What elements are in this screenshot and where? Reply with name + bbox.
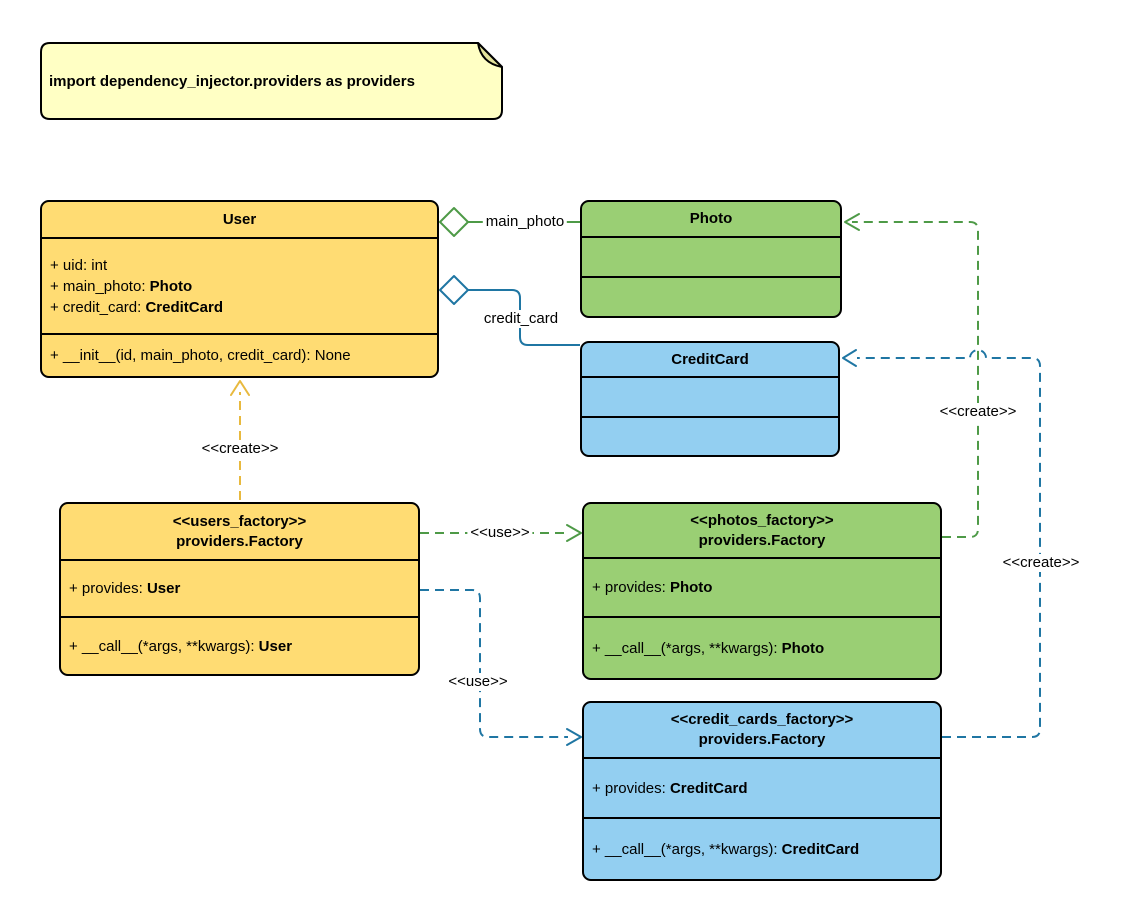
aggregation-diamond-main-photo	[439, 207, 469, 237]
class-user: User + uid: int + main_photo: Photo + cr…	[40, 200, 439, 378]
class-credit-cards-factory-attributes: + provides: CreditCard	[584, 757, 940, 817]
edge-label-create-user: <<create>>	[198, 440, 282, 458]
class-credit-cards-factory-methods: + __call__(*args, **kwargs): CreditCard	[584, 817, 940, 879]
class-credit-card-methods	[582, 416, 838, 455]
class-photo-title: Photo	[689, 210, 733, 227]
class-user-methods: + __init__(id, main_photo, credit_card):…	[42, 333, 437, 376]
attribute-row: + credit_card: CreditCard	[50, 298, 223, 316]
edge-label-use-credit-cards: <<use>>	[445, 673, 511, 691]
stereotype-label: <<users_factory>>	[172, 512, 307, 530]
class-users-factory-attributes: + provides: User	[61, 559, 418, 616]
method-row: + __call__(*args, **kwargs): CreditCard	[592, 840, 860, 858]
open-arrowhead-right-icon	[566, 524, 582, 542]
class-users-factory-title: <<users_factory>> providers.Factory	[172, 512, 307, 550]
open-arrowhead-left-icon	[844, 213, 860, 231]
note-fold-corner-icon	[477, 42, 503, 68]
class-credit-card-title: CreditCard	[671, 350, 749, 368]
attribute-row: + uid: int	[50, 256, 108, 274]
class-credit-card-attributes	[582, 376, 838, 416]
edge-label-create-photo: <<create>>	[936, 403, 1020, 421]
edge-label-main-photo: main_photo	[482, 213, 568, 231]
class-credit-card: CreditCard	[580, 341, 840, 457]
class-user-title: User	[222, 210, 257, 228]
open-arrowhead-up-icon	[230, 380, 250, 396]
class-photo-methods	[582, 276, 840, 316]
method-row: + __init__(id, main_photo, credit_card):…	[50, 347, 351, 364]
aggregation-diamond-credit-card	[439, 275, 469, 305]
stereotype-label: <<photos_factory>>	[690, 511, 834, 529]
edge-label-credit-card: credit_card	[480, 310, 562, 328]
class-photo-attributes	[582, 236, 840, 276]
class-users-factory: <<users_factory>> providers.Factory + pr…	[59, 502, 420, 676]
class-photos-factory-methods: + __call__(*args, **kwargs): Photo	[584, 616, 940, 678]
attribute-row: + provides: CreditCard	[592, 779, 748, 797]
method-row: + __call__(*args, **kwargs): Photo	[592, 639, 825, 657]
attribute-row: + main_photo: Photo	[50, 277, 193, 295]
class-photos-factory: <<photos_factory>> providers.Factory + p…	[582, 502, 942, 680]
class-credit-cards-factory-title: <<credit_cards_factory>> providers.Facto…	[670, 711, 854, 748]
create-photo-edge	[844, 213, 979, 538]
class-credit-cards-factory: <<credit_cards_factory>> providers.Facto…	[582, 701, 942, 881]
attribute-row: + provides: Photo	[592, 579, 713, 596]
class-user-attributes: + uid: int + main_photo: Photo + credit_…	[42, 237, 437, 333]
edge-label-use-photos: <<use>>	[467, 524, 533, 542]
note: import dependency_injector.providers as …	[40, 42, 503, 120]
method-row: + __call__(*args, **kwargs): User	[69, 637, 293, 655]
use-credit-cards-edge	[420, 589, 582, 746]
open-arrowhead-right-icon	[566, 728, 582, 746]
stereotype-label: <<credit_cards_factory>>	[670, 711, 854, 728]
class-users-factory-methods: + __call__(*args, **kwargs): User	[61, 616, 418, 674]
edge-label-create-credit-card: <<create>>	[999, 554, 1083, 572]
open-arrowhead-left-icon	[842, 349, 857, 367]
note-text: import dependency_injector.providers as …	[49, 72, 415, 90]
attribute-row: + provides: User	[69, 580, 181, 597]
class-photos-factory-attributes: + provides: Photo	[584, 557, 940, 616]
note-shape	[40, 42, 503, 120]
class-photo: Photo	[580, 200, 842, 318]
class-photos-factory-title: <<photos_factory>> providers.Factory	[690, 511, 834, 549]
